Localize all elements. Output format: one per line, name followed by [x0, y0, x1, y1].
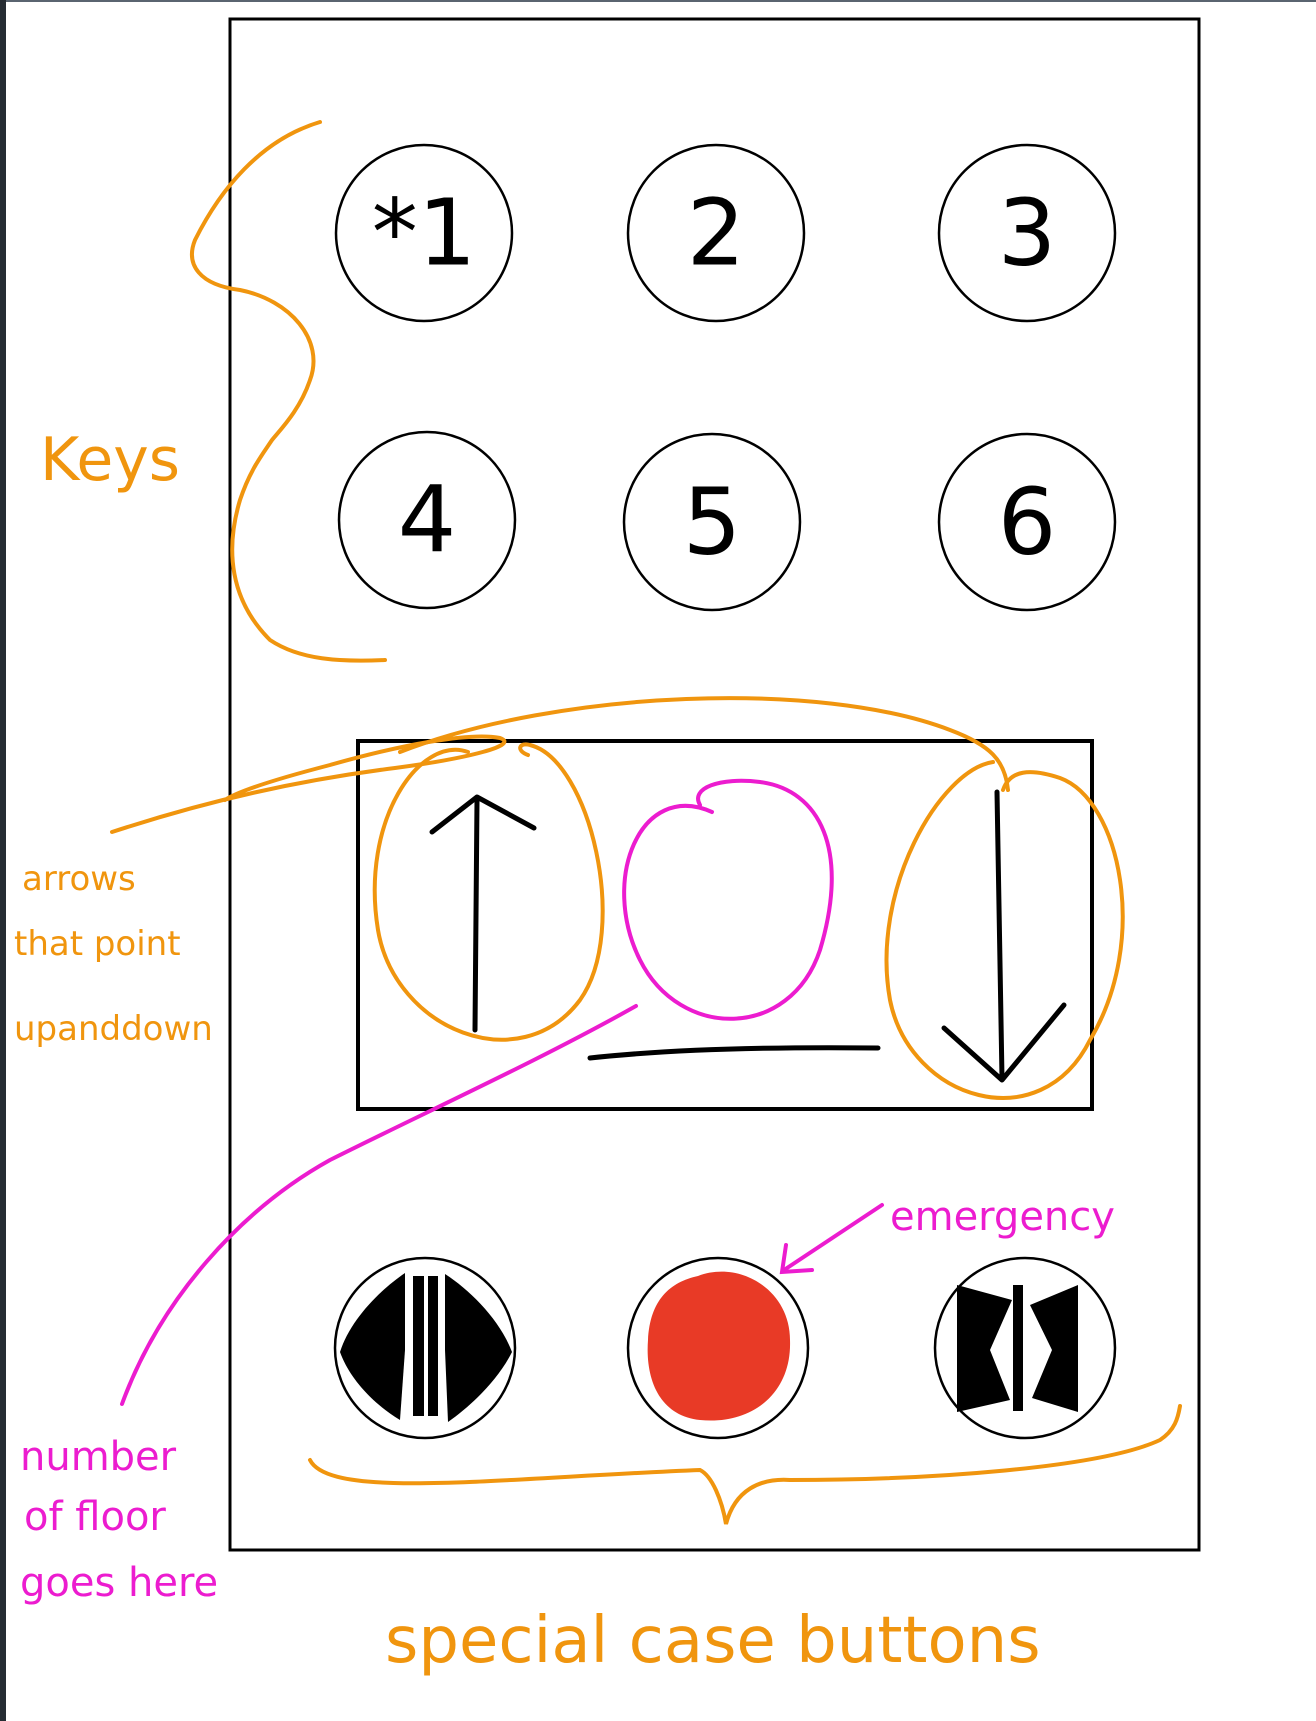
- key-label: 6: [998, 469, 1057, 576]
- display-underline: [587, 1045, 881, 1061]
- keys-annotation: Keys: [40, 425, 180, 495]
- arrows-annotation-line2: that point: [14, 924, 181, 964]
- key-label: 5: [683, 469, 742, 576]
- door-open-button[interactable]: [333, 1256, 517, 1440]
- key-button-5[interactable]: 5: [622, 432, 802, 612]
- special-buttons-annotation: special case buttons: [385, 1604, 1041, 1678]
- special-buttons-brace: [308, 1404, 1182, 1525]
- door-open-icon: [340, 1273, 512, 1422]
- arrows-annotation-line1: arrows: [22, 859, 136, 899]
- arrows-annotation-line3: upanddown: [14, 1009, 213, 1049]
- emergency-stop-icon: [647, 1271, 791, 1421]
- emergency-annotation: emergency: [890, 1194, 1115, 1240]
- key-button-4[interactable]: 4: [337, 430, 517, 610]
- arrows-connector-line: [110, 734, 507, 834]
- display-box: [356, 739, 1094, 1111]
- emergency-button[interactable]: [626, 1256, 810, 1440]
- floor-number-display-marker: [622, 778, 834, 1021]
- arrows-connector-arc: [398, 696, 1010, 792]
- emergency-pointer-arrow: [779, 1203, 884, 1275]
- window-top-border: [0, 0, 1316, 2]
- key-button-6[interactable]: 6: [937, 432, 1117, 612]
- down-arrow-highlight: [884, 760, 1125, 1100]
- key-label: 2: [687, 180, 746, 287]
- up-arrow-highlight: [372, 742, 605, 1042]
- key-label: 4: [398, 467, 457, 574]
- door-close-button[interactable]: [933, 1256, 1117, 1440]
- keys-brace: [190, 120, 387, 663]
- key-button-1[interactable]: *1: [334, 143, 514, 323]
- floor-note-line2: of floor: [24, 1494, 166, 1540]
- arrow-down-icon[interactable]: [941, 789, 1067, 1083]
- key-label: 3: [998, 180, 1057, 287]
- door-close-icon: [957, 1285, 1078, 1412]
- floor-note-line3: goes here: [20, 1560, 218, 1606]
- key-label: *1: [372, 180, 477, 287]
- window-left-border: [0, 0, 6, 1721]
- key-button-3[interactable]: 3: [937, 143, 1117, 323]
- floor-note-line1: number: [20, 1434, 177, 1480]
- arrow-up-icon[interactable]: [429, 794, 537, 1033]
- elevator-panel-frame: [228, 17, 1201, 1552]
- key-button-2[interactable]: 2: [626, 143, 806, 323]
- floor-note-leader-line: [120, 1004, 638, 1406]
